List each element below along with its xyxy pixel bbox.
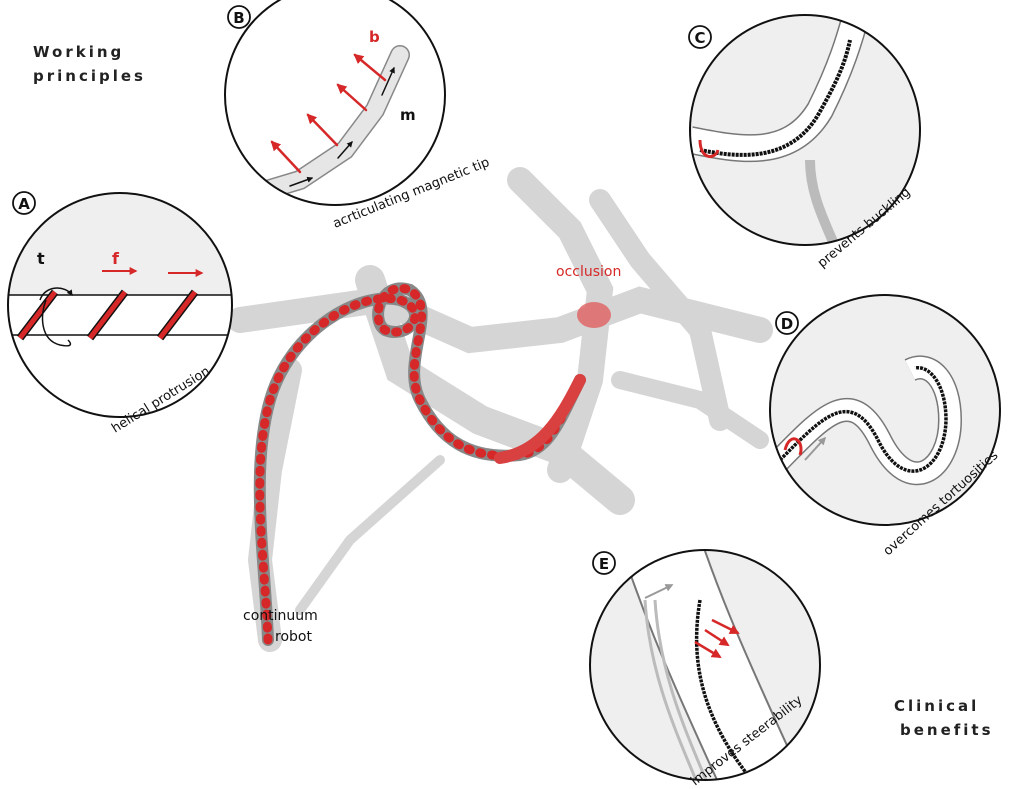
working-principles-line2: principles (33, 67, 146, 85)
panel-b-letter: B (233, 9, 244, 27)
panel-d: D overcomes tortuosities (769, 294, 1002, 559)
robot-label-line1: continuum (243, 608, 318, 624)
moment-label: m (400, 106, 416, 124)
working-principles-line1: Working (33, 43, 124, 61)
panel-d-letter: D (781, 315, 793, 333)
panel-e-letter: E (599, 555, 609, 573)
occlusion-label: occlusion (556, 264, 621, 280)
panel-e: E improves steerability (589, 549, 821, 789)
torque-label: t (37, 249, 45, 268)
panel-c: C prevents buckling (688, 14, 921, 271)
field-label: b (369, 28, 380, 46)
occlusion-marker (577, 302, 611, 328)
panel-a-letter: A (18, 195, 30, 213)
panel-c-letter: C (694, 29, 705, 47)
continuum-robot (253, 282, 586, 646)
clinical-benefits-line1: Clinical (894, 697, 979, 715)
panel-a: t f A helical protrusion (7, 191, 233, 436)
force-label: f (112, 249, 120, 268)
panel-b: b m B acrticulating magnetic tip (224, 0, 492, 232)
robot-label-line2: robot (275, 629, 312, 645)
clinical-benefits-line2: benefits (900, 721, 994, 739)
